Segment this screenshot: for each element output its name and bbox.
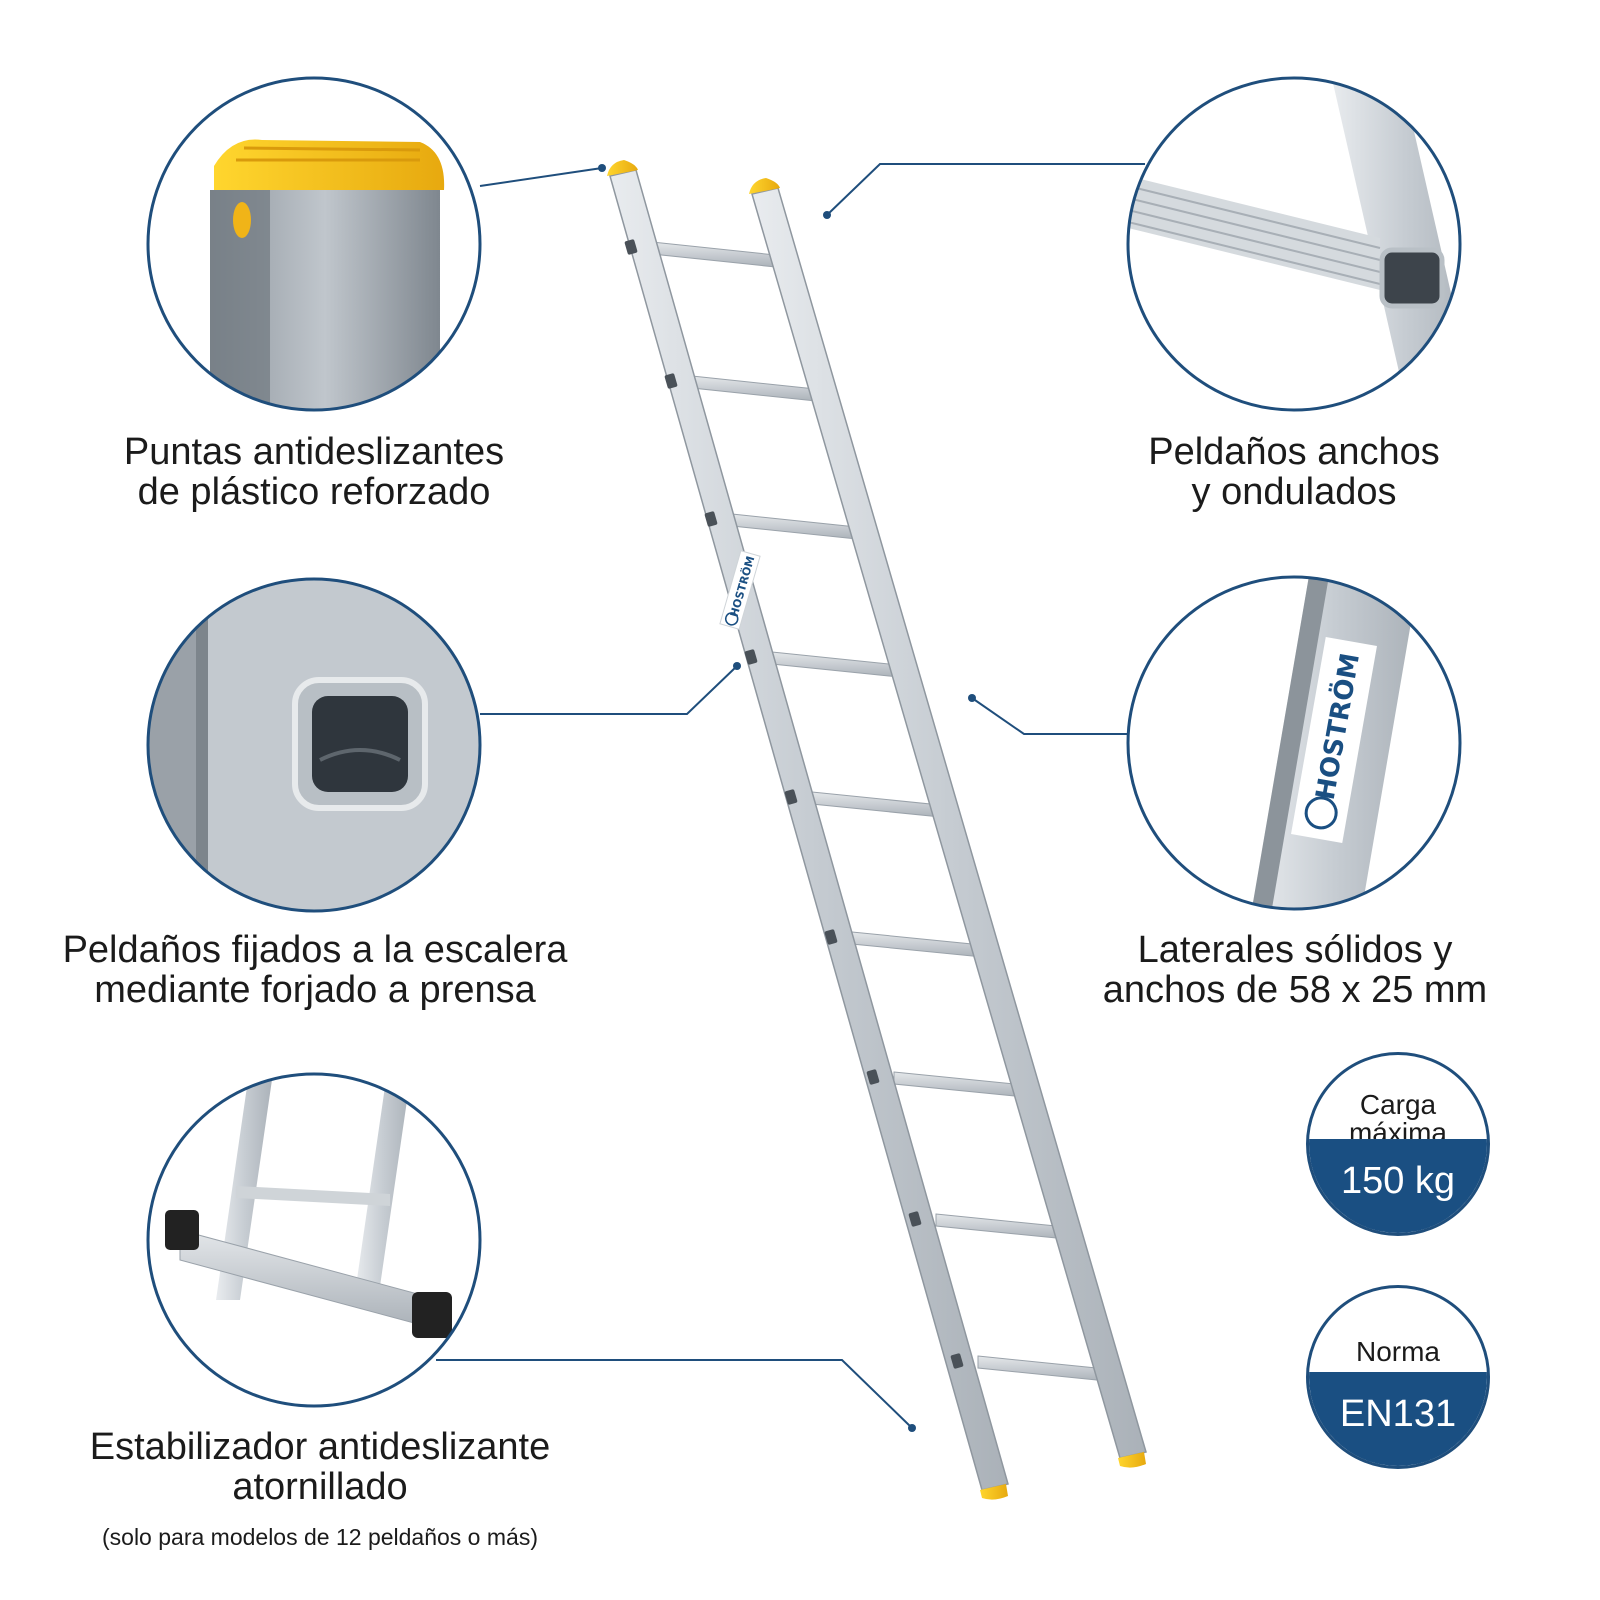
hostrom-logo-icon [724, 612, 739, 626]
caption-stabilizer-line2: atornillado [232, 1466, 408, 1508]
norm-label: Norma [1309, 1288, 1487, 1396]
caption-tips: Puntas antideslizantes de plástico refor… [64, 432, 564, 512]
caption-rungs-line2: y ondulados [1191, 471, 1397, 513]
detail-stabilizer-circle [146, 1072, 482, 1408]
max-load-label: Carga máxima [1309, 1055, 1487, 1163]
caption-stabilizer: Estabilizador antideslizante atornillado [30, 1427, 610, 1507]
caption-stabilizer-line1: Estabilizador antideslizante [89, 1426, 551, 1468]
ladder: HOSTRÖM [607, 160, 1147, 1500]
caption-tips-line2: de plástico reforzado [137, 471, 491, 513]
caption-forged-line1: Peldaños fijados a la escalera [62, 929, 568, 971]
max-load-value: 150 kg [1309, 1139, 1487, 1233]
ladder-rungs [651, 241, 1117, 1383]
ladder-caps [607, 160, 1146, 1500]
detail-forged-circle [146, 577, 482, 913]
caption-sides-line2: anchos de 58 x 25 mm [1102, 969, 1488, 1011]
max-load-badge: Carga máxima 150 kg [1306, 1052, 1490, 1236]
max-load-label-line1: Carga [1359, 1089, 1437, 1120]
ladder-rail-holes [624, 239, 964, 1369]
caption-rungs-line1: Peldaños anchos [1148, 431, 1440, 473]
norm-value: EN131 [1309, 1372, 1487, 1466]
caption-stabilizer-note: (solo para modelos de 12 peldaños o más) [102, 1524, 538, 1550]
detail-sides-circle: HOSTRÖM [1126, 575, 1462, 911]
callout-dots [598, 164, 976, 1432]
detail-rungs-circle [1126, 76, 1462, 412]
caption-tips-line1: Puntas antideslizantes [123, 431, 505, 473]
detail-tip-circle [146, 76, 482, 412]
callout-lines [436, 163, 1145, 1429]
norm-badge: Norma EN131 [1306, 1285, 1490, 1469]
caption-rungs: Peldaños anchos y ondulados [1064, 432, 1524, 512]
caption-forged-line2: mediante forjado a prensa [94, 969, 536, 1011]
caption-forged: Peldaños fijados a la escalera mediante … [20, 930, 610, 1010]
caption-sides: Laterales sólidos y anchos de 58 x 25 mm [1060, 930, 1530, 1010]
norm-label-text: Norma [1355, 1336, 1440, 1367]
caption-sides-line1: Laterales sólidos y [1137, 929, 1453, 971]
hostrom-logo-icon [1304, 796, 1338, 830]
